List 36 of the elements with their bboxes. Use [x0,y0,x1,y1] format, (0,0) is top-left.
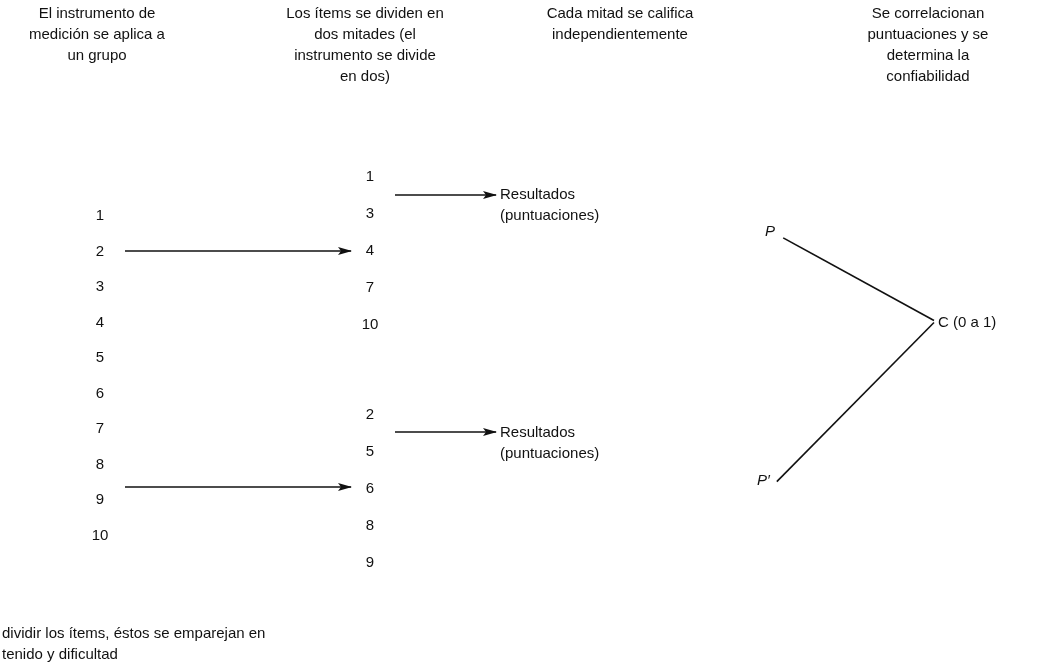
coefficient-label: C (0 a 1) [938,312,998,332]
connector-line [782,237,935,322]
item-number: 10 [90,524,110,545]
arrow [394,191,497,199]
item-number: 3 [94,276,106,296]
item-number: 2 [364,404,376,424]
result-label: Resultados (puntuaciones) [500,184,601,225]
item-number: 7 [364,277,376,297]
column-heading: Cada mitad se califica independientemente [545,3,695,44]
result-label: Resultados (puntuaciones) [500,422,601,463]
column-heading: Los ítems se dividen en dos mitades (el instrumento se divide en dos) [285,3,445,86]
item-number: 7 [94,418,106,438]
variable-label: P′ [757,470,771,490]
arrow [394,428,497,436]
item-number: 3 [364,203,376,223]
item-number: 1 [94,205,106,225]
arrow [124,247,352,255]
item-number: 10 [360,314,380,334]
item-number: 2 [94,240,106,261]
item-number: 9 [364,552,376,572]
item-number: 5 [364,441,376,461]
item-number: 5 [94,347,106,367]
item-number: 4 [364,240,376,260]
column-heading: El instrumento de medición se aplica a un grupo [28,3,166,65]
item-number: 6 [94,382,106,403]
item-number: 8 [94,453,106,474]
item-number: 9 [94,489,106,509]
item-number: 1 [364,166,376,186]
connector-line [776,321,935,483]
footnote: dividir los ítems, éstos se emparejan en tenido y dificultad [2,623,267,664]
item-number: 4 [94,311,106,332]
item-number: 6 [364,478,376,498]
variable-label: P [765,221,776,241]
arrow [124,483,352,491]
column-heading: Se correlacionan puntuaciones y se determina la confiabilidad [866,3,990,86]
item-number: 8 [364,515,376,535]
